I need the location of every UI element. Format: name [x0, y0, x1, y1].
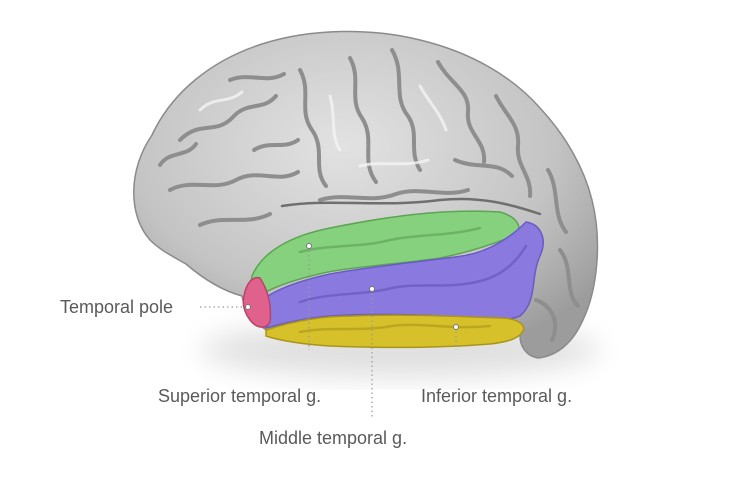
cortex-folds	[158, 48, 580, 342]
marker-superior-temporal	[306, 243, 312, 249]
inferior-temporal-gyrus	[265, 314, 525, 349]
marker-middle-temporal	[369, 286, 375, 292]
label-temporal-pole: Temporal pole	[60, 297, 173, 317]
marker-temporal-pole	[245, 304, 251, 310]
marker-inferior-temporal	[453, 324, 459, 330]
label-middle-temporal-gyrus: Middle temporal g.	[259, 428, 407, 448]
temporal-pole	[242, 276, 272, 328]
label-inferior-temporal-gyrus: Inferior temporal g.	[421, 386, 572, 406]
label-superior-temporal-gyrus: Superior temporal g.	[158, 386, 321, 406]
superior-temporal-gyrus	[250, 210, 520, 295]
middle-temporal-gyrus	[257, 221, 544, 329]
leader-lines	[200, 243, 459, 418]
